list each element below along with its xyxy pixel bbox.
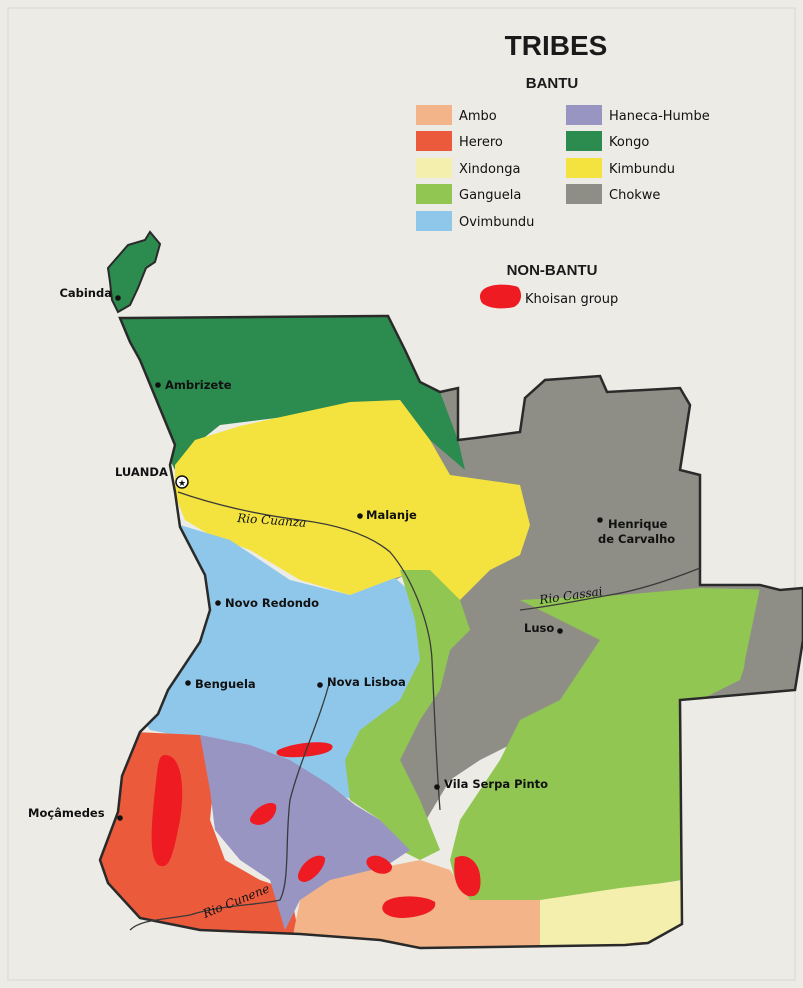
city-label-vila-serpa-pinto: Vila Serpa Pinto [444, 777, 548, 791]
capital-star-icon: ★ [178, 479, 186, 489]
city-dot-luso [557, 628, 563, 634]
city-dot-novo-redondo [215, 600, 221, 606]
region-kongo [100, 316, 465, 470]
map-title: TRIBES [505, 30, 608, 61]
city-label-nova-lisboa: Nova Lisboa [327, 675, 406, 689]
river-cunene-line [129, 679, 331, 931]
legend-swatch-kongo [566, 131, 602, 151]
city-dot-mocamedes [117, 815, 123, 821]
city-markers: Cabinda Ambrizete ★ LUANDA Malanje Henri… [28, 286, 675, 821]
city-label-henrique-2: de Carvalho [598, 532, 675, 546]
legend-label-ambo: Ambo [459, 109, 497, 124]
legend-swatch-ganguela [416, 184, 452, 204]
legend-swatch-herero [416, 131, 452, 151]
region-ganguela-west [345, 570, 470, 860]
city-capital-luanda [175, 475, 189, 489]
legend-swatch-khoisan [479, 284, 522, 309]
region-chokwe-east-strip [740, 586, 803, 700]
legend-label-chokwe: Chokwe [609, 188, 660, 203]
map-frame [7, 7, 796, 981]
river-cuanza-line [177, 491, 441, 811]
city-label-henrique-1: Henrique [608, 517, 668, 531]
non-bantu-heading: NON-BANTU [507, 262, 598, 279]
region-haneca-humbe [200, 735, 410, 930]
region-khoisan-7 [382, 896, 436, 918]
legend-label-xindonga: Xindonga [459, 162, 520, 177]
city-dot-vila-serpa-pinto [434, 784, 440, 790]
legend-swatch-kimbundu [566, 158, 602, 178]
city-label-benguela: Benguela [195, 677, 256, 691]
legend-swatch-haneca_humbe [566, 105, 602, 125]
region-kongo-cabinda [106, 230, 162, 314]
region-kimbundu [175, 400, 530, 600]
region-khoisan-2 [276, 742, 333, 758]
legend-label-herero: Herero [459, 135, 503, 150]
city-dot-benguela [185, 680, 191, 686]
legend-label-ganguela: Ganguela [459, 188, 521, 203]
river-cassai-line [519, 567, 701, 611]
city-label-luanda: LUANDA [115, 465, 168, 479]
legend-label-ovimbundu: Ovimbundu [459, 215, 534, 230]
region-khoisan-5 [366, 855, 393, 874]
river-label-cuanza: Rio Cuanza [236, 511, 307, 530]
city-dot-cabinda [115, 295, 121, 301]
city-label-malanje: Malanje [366, 508, 417, 522]
legend-label-kimbundu: Kimbundu [609, 162, 675, 177]
legend-label-khoisan: Khoisan group [525, 292, 618, 307]
country-border [98, 314, 803, 950]
city-dot-henrique [597, 517, 603, 523]
city-dot-ambrizete [155, 382, 161, 388]
region-ganguela-east [450, 588, 780, 910]
legend-label-haneca_humbe: Haneca-Humbe [609, 109, 710, 124]
bantu-heading: BANTU [526, 75, 579, 92]
legend-swatch-xindonga [416, 158, 452, 178]
region-herero [100, 730, 300, 940]
city-label-luso: Luso [524, 621, 554, 635]
region-khoisan-4 [297, 855, 326, 882]
city-label-cabinda: Cabinda [59, 286, 112, 300]
city-dot-nova-lisboa [317, 682, 323, 688]
legend-swatch-ovimbundu [416, 211, 452, 231]
city-label-novo-redondo: Novo Redondo [225, 596, 319, 610]
city-dot-malanje [357, 513, 363, 519]
region-khoisan-1 [151, 755, 183, 867]
city-label-mocamedes: Moçâmedes [28, 806, 105, 820]
region-khoisan-6 [454, 855, 481, 897]
region-khoisan-3 [250, 803, 277, 825]
city-label-ambrizete: Ambrizete [165, 378, 232, 392]
legend-swatch-chokwe [566, 184, 602, 204]
legend-label-kongo: Kongo [609, 135, 649, 150]
legend-swatch-ambo [416, 105, 452, 125]
